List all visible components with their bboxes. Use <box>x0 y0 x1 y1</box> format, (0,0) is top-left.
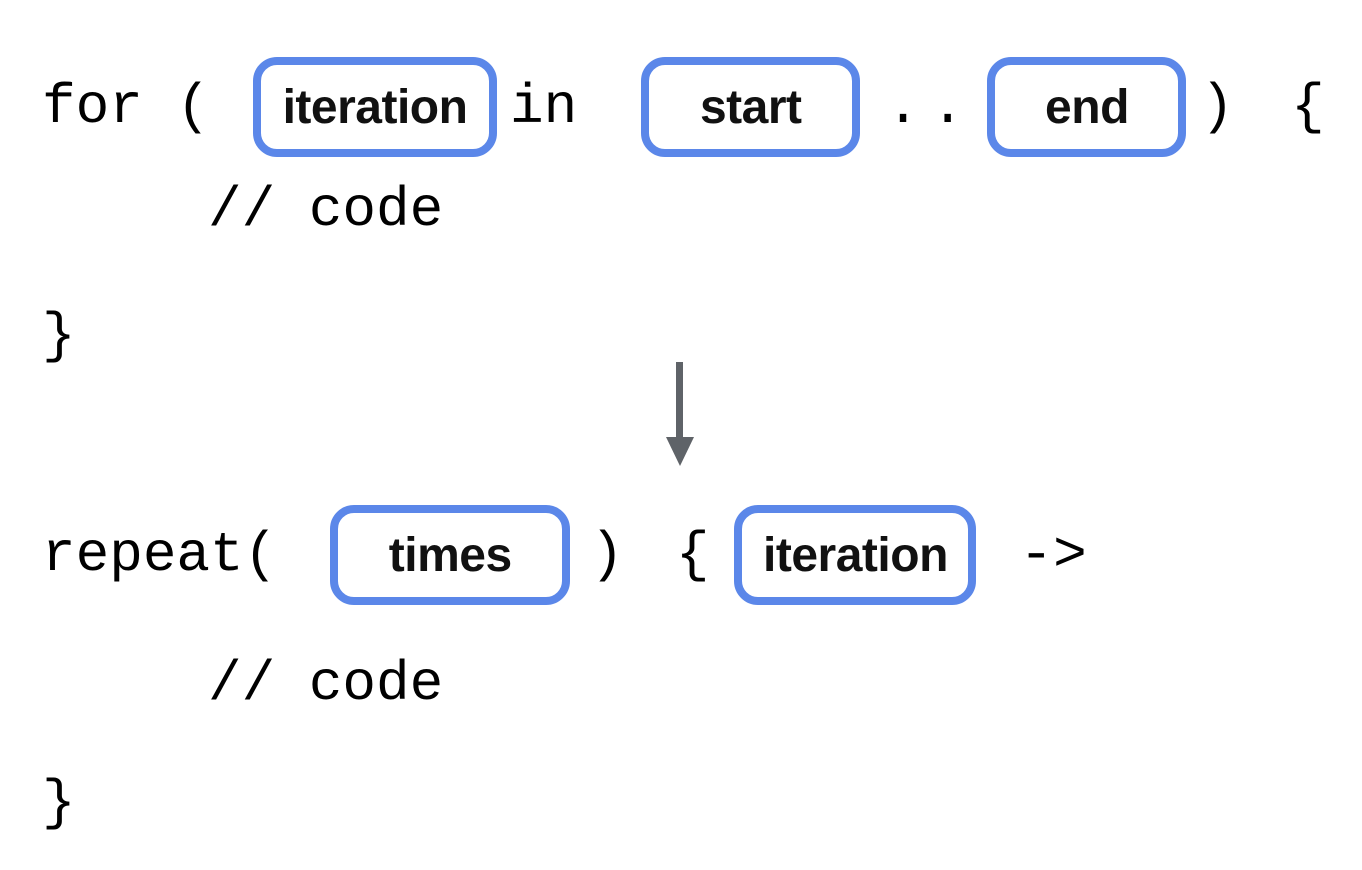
arrow-head <box>666 437 694 466</box>
arrow-shaft <box>676 362 683 440</box>
repeat-header-line: repeat( times ) { iteration -> <box>42 505 1087 605</box>
open-brace: { <box>1291 75 1325 139</box>
for-keyword: for ( <box>42 75 211 139</box>
for-loop-closing-brace-line: } <box>42 308 76 364</box>
for-loop-header-line: for ( iteration in start .. end ) { <box>42 57 1325 157</box>
close-paren: ) <box>590 523 624 587</box>
start-placeholder-box: start <box>641 57 861 157</box>
range-operator: .. <box>886 75 976 139</box>
end-placeholder-box: end <box>987 57 1187 157</box>
comment-line: // code <box>208 652 444 716</box>
close-paren: ) <box>1200 75 1235 139</box>
close-brace: } <box>42 304 76 368</box>
open-brace: { <box>675 523 710 587</box>
for-loop-body-comment: // code <box>208 182 443 238</box>
repeat-keyword: repeat( <box>42 523 278 587</box>
iteration-placeholder-box: iteration <box>734 505 977 605</box>
iteration-placeholder-box: iteration <box>253 57 498 157</box>
lambda-arrow-operator: -> <box>1019 523 1087 587</box>
in-keyword: in <box>510 75 578 139</box>
times-placeholder-box: times <box>330 505 571 605</box>
repeat-body-comment: // code <box>208 656 443 712</box>
repeat-closing-brace-line: } <box>42 775 76 831</box>
comment-line: // code <box>208 178 444 242</box>
close-brace: } <box>42 771 76 835</box>
